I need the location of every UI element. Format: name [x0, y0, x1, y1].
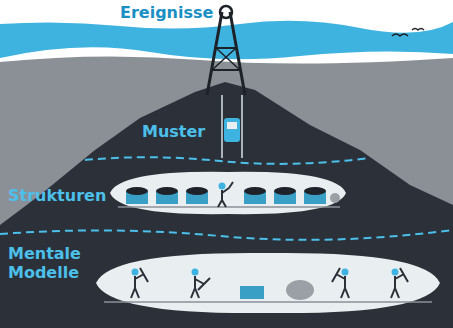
miner-helmet: [342, 269, 349, 276]
mental-models-tunnel: [96, 253, 440, 313]
layer-label-box: Muster: [140, 120, 208, 144]
miner-figure: [131, 268, 148, 298]
miner-helmet: [192, 269, 199, 276]
layer-label: Muster: [142, 122, 206, 141]
layer-label-box: Mentale Modelle: [6, 242, 90, 285]
miner-figure: [332, 268, 349, 298]
headframe-leg: [207, 12, 222, 95]
coal-load: [304, 187, 326, 195]
miner-helmet: [392, 269, 399, 276]
coal-load: [244, 187, 266, 195]
outer-ground: [0, 56, 453, 328]
coal-load: [126, 187, 148, 195]
headframe-leg: [230, 12, 245, 95]
coal-load: [274, 187, 296, 195]
layer-label-box: Strukturen: [6, 184, 109, 208]
structures-tunnel: [110, 172, 346, 214]
headframe-brace: [212, 69, 240, 71]
headframe-brace: [216, 48, 240, 70]
miner-body: [391, 268, 408, 298]
headframe-wheel: [220, 6, 232, 18]
miner-figure: [191, 269, 210, 299]
shaft-rail: [241, 95, 243, 158]
lift-car: [224, 118, 240, 142]
rock: [330, 193, 340, 203]
coal-load: [156, 187, 178, 195]
lift-window: [227, 122, 237, 129]
sky-brush-band: [0, 21, 453, 59]
headframe-brace: [216, 47, 236, 49]
miner-body: [191, 276, 210, 298]
miner-body: [131, 268, 148, 298]
layer-label: Ereignisse: [120, 3, 214, 22]
layer-label-box: Ereignisse: [118, 1, 216, 25]
layer-divider: [0, 230, 453, 240]
miner-helmet: [219, 183, 226, 190]
bird: [392, 34, 408, 36]
rail-track: [104, 301, 432, 303]
layer-label: Strukturen: [8, 186, 107, 205]
layer-divider: [85, 157, 370, 164]
mine-cart: [240, 286, 264, 299]
miner-body: [218, 182, 233, 207]
headframe-brace: [212, 48, 236, 70]
rail-track: [118, 206, 340, 208]
bird: [412, 29, 424, 31]
miner-body: [332, 268, 349, 298]
boulder: [286, 280, 314, 300]
miner-figure: [218, 182, 233, 207]
coal-load: [186, 187, 208, 195]
miner-figure: [391, 268, 408, 298]
miner-helmet: [132, 269, 139, 276]
layer-label: Mentale Modelle: [8, 244, 88, 282]
mountain: [0, 82, 453, 328]
shaft-rail: [221, 95, 223, 158]
